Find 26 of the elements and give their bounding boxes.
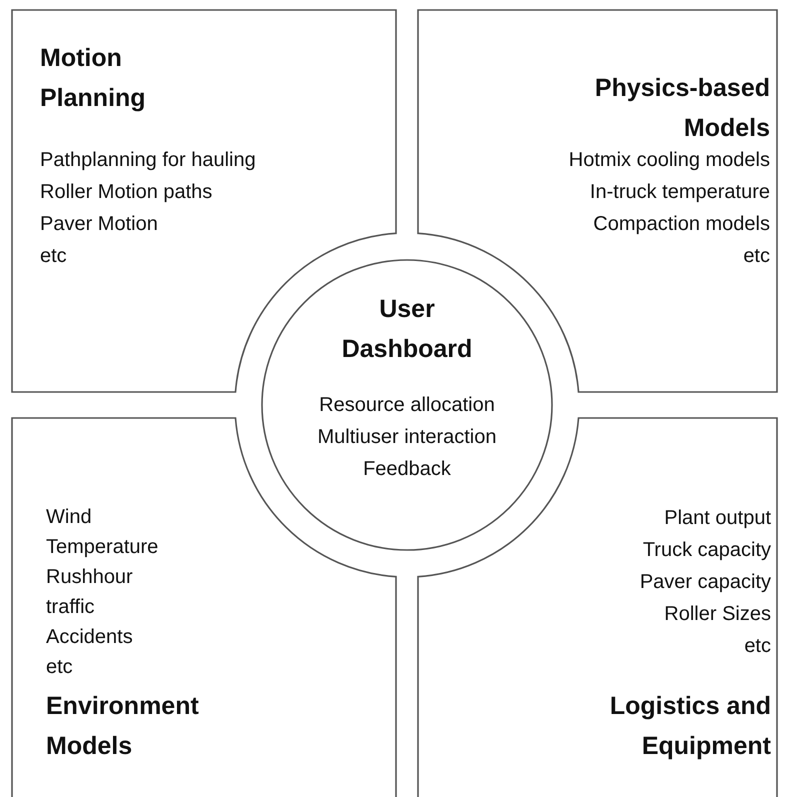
list-item: etc <box>742 244 770 269</box>
list-item: etc <box>743 634 771 659</box>
list-item: Temperature <box>46 535 160 560</box>
list-item: Hotmix cooling models <box>568 148 770 173</box>
list-item: etc <box>40 244 68 269</box>
panel-heading: Physics-based Models <box>594 73 770 144</box>
list-item: Pathplanning for hauling <box>40 148 257 173</box>
list-item: Paver Motion <box>40 212 159 237</box>
panel-heading: Logistics and Equipment <box>608 691 771 762</box>
list-item: Resource allocation <box>318 393 496 418</box>
list-item: Roller Sizes <box>663 602 771 627</box>
list-item: In-truck temperature <box>588 180 770 205</box>
list-item: Feedback <box>362 457 452 482</box>
list-item: Plant output <box>663 506 771 531</box>
list-item: Accidents <box>46 625 134 650</box>
panel-heading: User Dashboard <box>340 294 474 365</box>
list-item: Compaction models <box>592 212 770 237</box>
list-item: Paver capacity <box>638 570 771 595</box>
list-item: Multiuser interaction <box>316 425 498 450</box>
panel-heading: Environment Models <box>46 691 200 762</box>
list-item: Wind <box>46 505 93 530</box>
list-item: Truck capacity <box>642 538 771 563</box>
panel-heading: Motion Planning <box>40 43 147 114</box>
list-item: Rushhour traffic <box>46 565 134 620</box>
list-item: Roller Motion paths <box>40 180 214 205</box>
list-item: etc <box>46 655 74 680</box>
